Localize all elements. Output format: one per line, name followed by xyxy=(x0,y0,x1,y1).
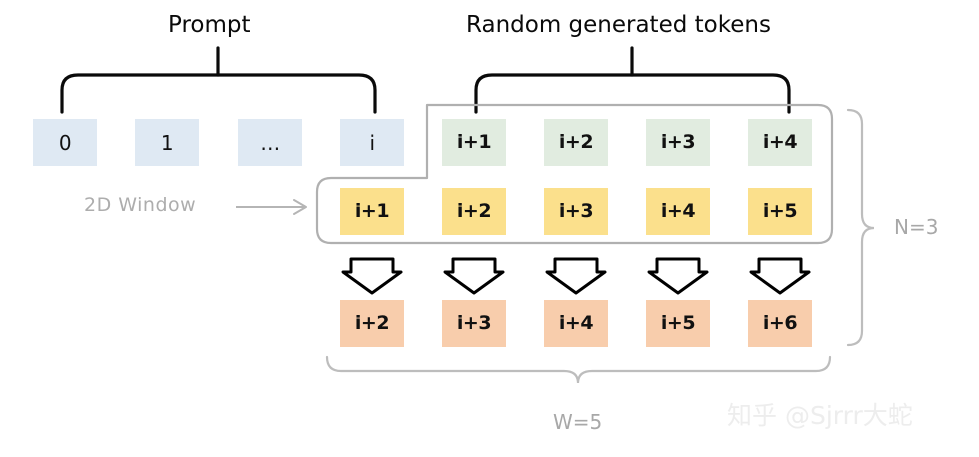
n-brace xyxy=(846,108,875,347)
token-cell: i+2 xyxy=(544,119,608,166)
down-arrow-icon xyxy=(341,257,403,295)
token-cell: i+1 xyxy=(442,119,506,166)
token-cell: i xyxy=(340,119,404,166)
down-arrow-icon xyxy=(647,257,709,295)
window-label: 2D Window xyxy=(84,194,197,216)
token-cell: i+3 xyxy=(442,300,506,347)
token-cell: i+3 xyxy=(646,119,710,166)
down-arrow-icon xyxy=(749,257,811,295)
token-cell: i+6 xyxy=(748,300,812,347)
token-cell: i+1 xyxy=(340,188,404,235)
token-cell: … xyxy=(238,119,302,166)
token-cell: i+3 xyxy=(544,188,608,235)
token-cell: i+5 xyxy=(748,188,812,235)
down-arrow-icon xyxy=(545,257,607,295)
token-cell: 1 xyxy=(135,119,199,166)
token-cell: i+2 xyxy=(442,188,506,235)
w-dimension-label: W=5 xyxy=(553,410,603,434)
n-dimension-label: N=3 xyxy=(894,215,939,239)
down-arrow-icon xyxy=(443,257,505,295)
token-cell: i+5 xyxy=(646,300,710,347)
token-cell: i+4 xyxy=(748,119,812,166)
token-cell: 0 xyxy=(33,119,97,166)
token-cell: i+4 xyxy=(646,188,710,235)
generated-tokens-brace xyxy=(474,46,791,114)
generated-tokens-title: Random generated tokens xyxy=(466,12,771,38)
token-cell: i+4 xyxy=(544,300,608,347)
down-arrows-group xyxy=(341,257,811,295)
window-pointer-arrow xyxy=(236,199,307,215)
watermark: 知乎 @Sjrrr大蛇 xyxy=(727,401,913,430)
token-cell: i+2 xyxy=(340,300,404,347)
prompt-brace xyxy=(60,46,377,114)
w-brace xyxy=(325,355,832,384)
prompt-title: Prompt xyxy=(168,12,251,38)
